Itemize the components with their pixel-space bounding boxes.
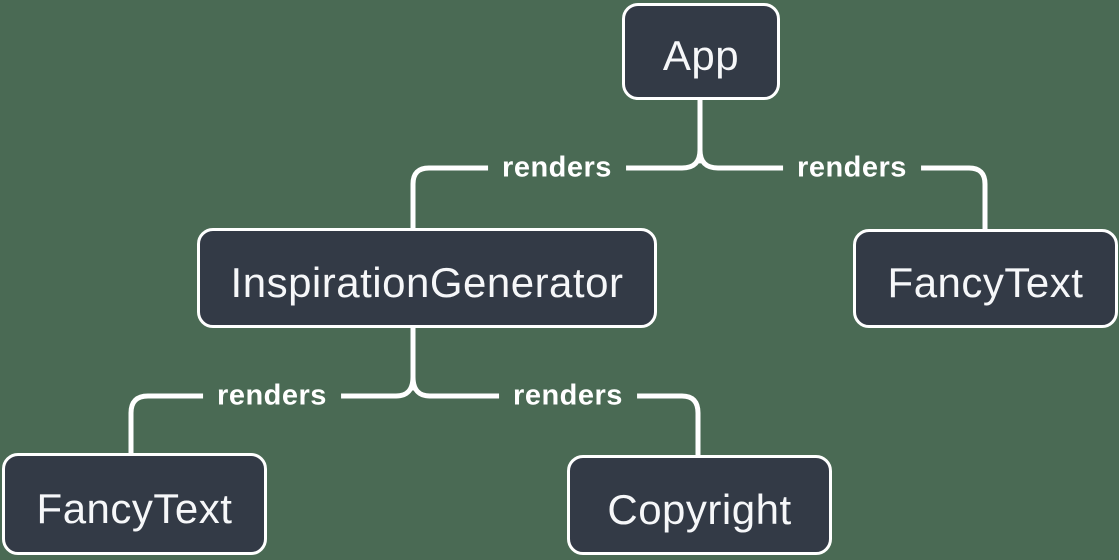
- node-fancytext-bottom: FancyText: [2, 453, 267, 555]
- node-fancytext-top-label: FancyText: [887, 259, 1084, 306]
- node-app: App: [622, 3, 780, 100]
- node-fancytext-bottom-label: FancyText: [36, 484, 233, 532]
- node-app-label: App: [662, 32, 740, 79]
- node-copyright: Copyright: [567, 455, 832, 555]
- node-inspiration-generator: InspirationGenerator: [197, 228, 657, 328]
- edge-label-renders-inspirationgenerator-copyright: renders: [499, 377, 637, 415]
- node-fancytext-top: FancyText: [853, 229, 1118, 328]
- edge-label-renders-app-inspirationgenerator: renders: [488, 149, 626, 187]
- node-copyright-label: Copyright: [607, 485, 792, 533]
- edge-label-renders-app-fancytext: renders: [783, 149, 921, 187]
- edge-label-renders-inspirationgenerator-fancytext: renders: [203, 377, 341, 415]
- node-inspiration-generator-label: InspirationGenerator: [230, 258, 624, 306]
